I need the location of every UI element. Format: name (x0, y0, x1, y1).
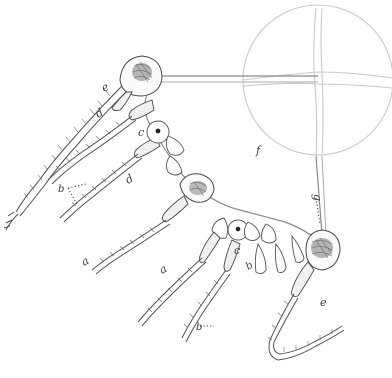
pointer-b-left-1 (68, 184, 86, 188)
label-b-left: b (58, 184, 64, 195)
label-d-middle: d (123, 172, 136, 187)
disc-canal-horizontal-lower (243, 83, 392, 88)
label-c-lower: c (234, 244, 240, 257)
disc-with-canals (243, 5, 392, 156)
label-a-lower: a (157, 262, 169, 277)
label-d-upper: d (93, 106, 106, 121)
tentacle-lower-left (138, 232, 220, 326)
label-f: f (255, 144, 262, 157)
bottom-zooid (306, 230, 340, 270)
disc-outline (243, 5, 392, 155)
tentacle-far-left (4, 86, 126, 230)
tentacle-middle-left (60, 138, 160, 222)
label-b-lower-right: b (244, 260, 255, 273)
label-e-bottom: e (320, 296, 327, 309)
label-a-left: a (79, 254, 91, 269)
label-c-upper: c (138, 126, 144, 139)
tentacle-far-left-tip (4, 212, 18, 230)
tentacle-lower-middle (182, 240, 240, 342)
top-zooid-neck (112, 92, 132, 111)
label-e-top: e (99, 80, 112, 95)
tentacle-d-middle (92, 196, 188, 274)
label-g: g (311, 194, 324, 201)
label-b-bottom: b (196, 322, 202, 333)
top-zooid (112, 56, 162, 111)
zooid-c-lower (212, 218, 276, 243)
disc-canal-vertical-right (321, 8, 323, 156)
small-bells-right (255, 236, 304, 274)
tentacle-bottom-curled (268, 262, 344, 360)
zooid-c-upper-nucleus (156, 129, 161, 134)
